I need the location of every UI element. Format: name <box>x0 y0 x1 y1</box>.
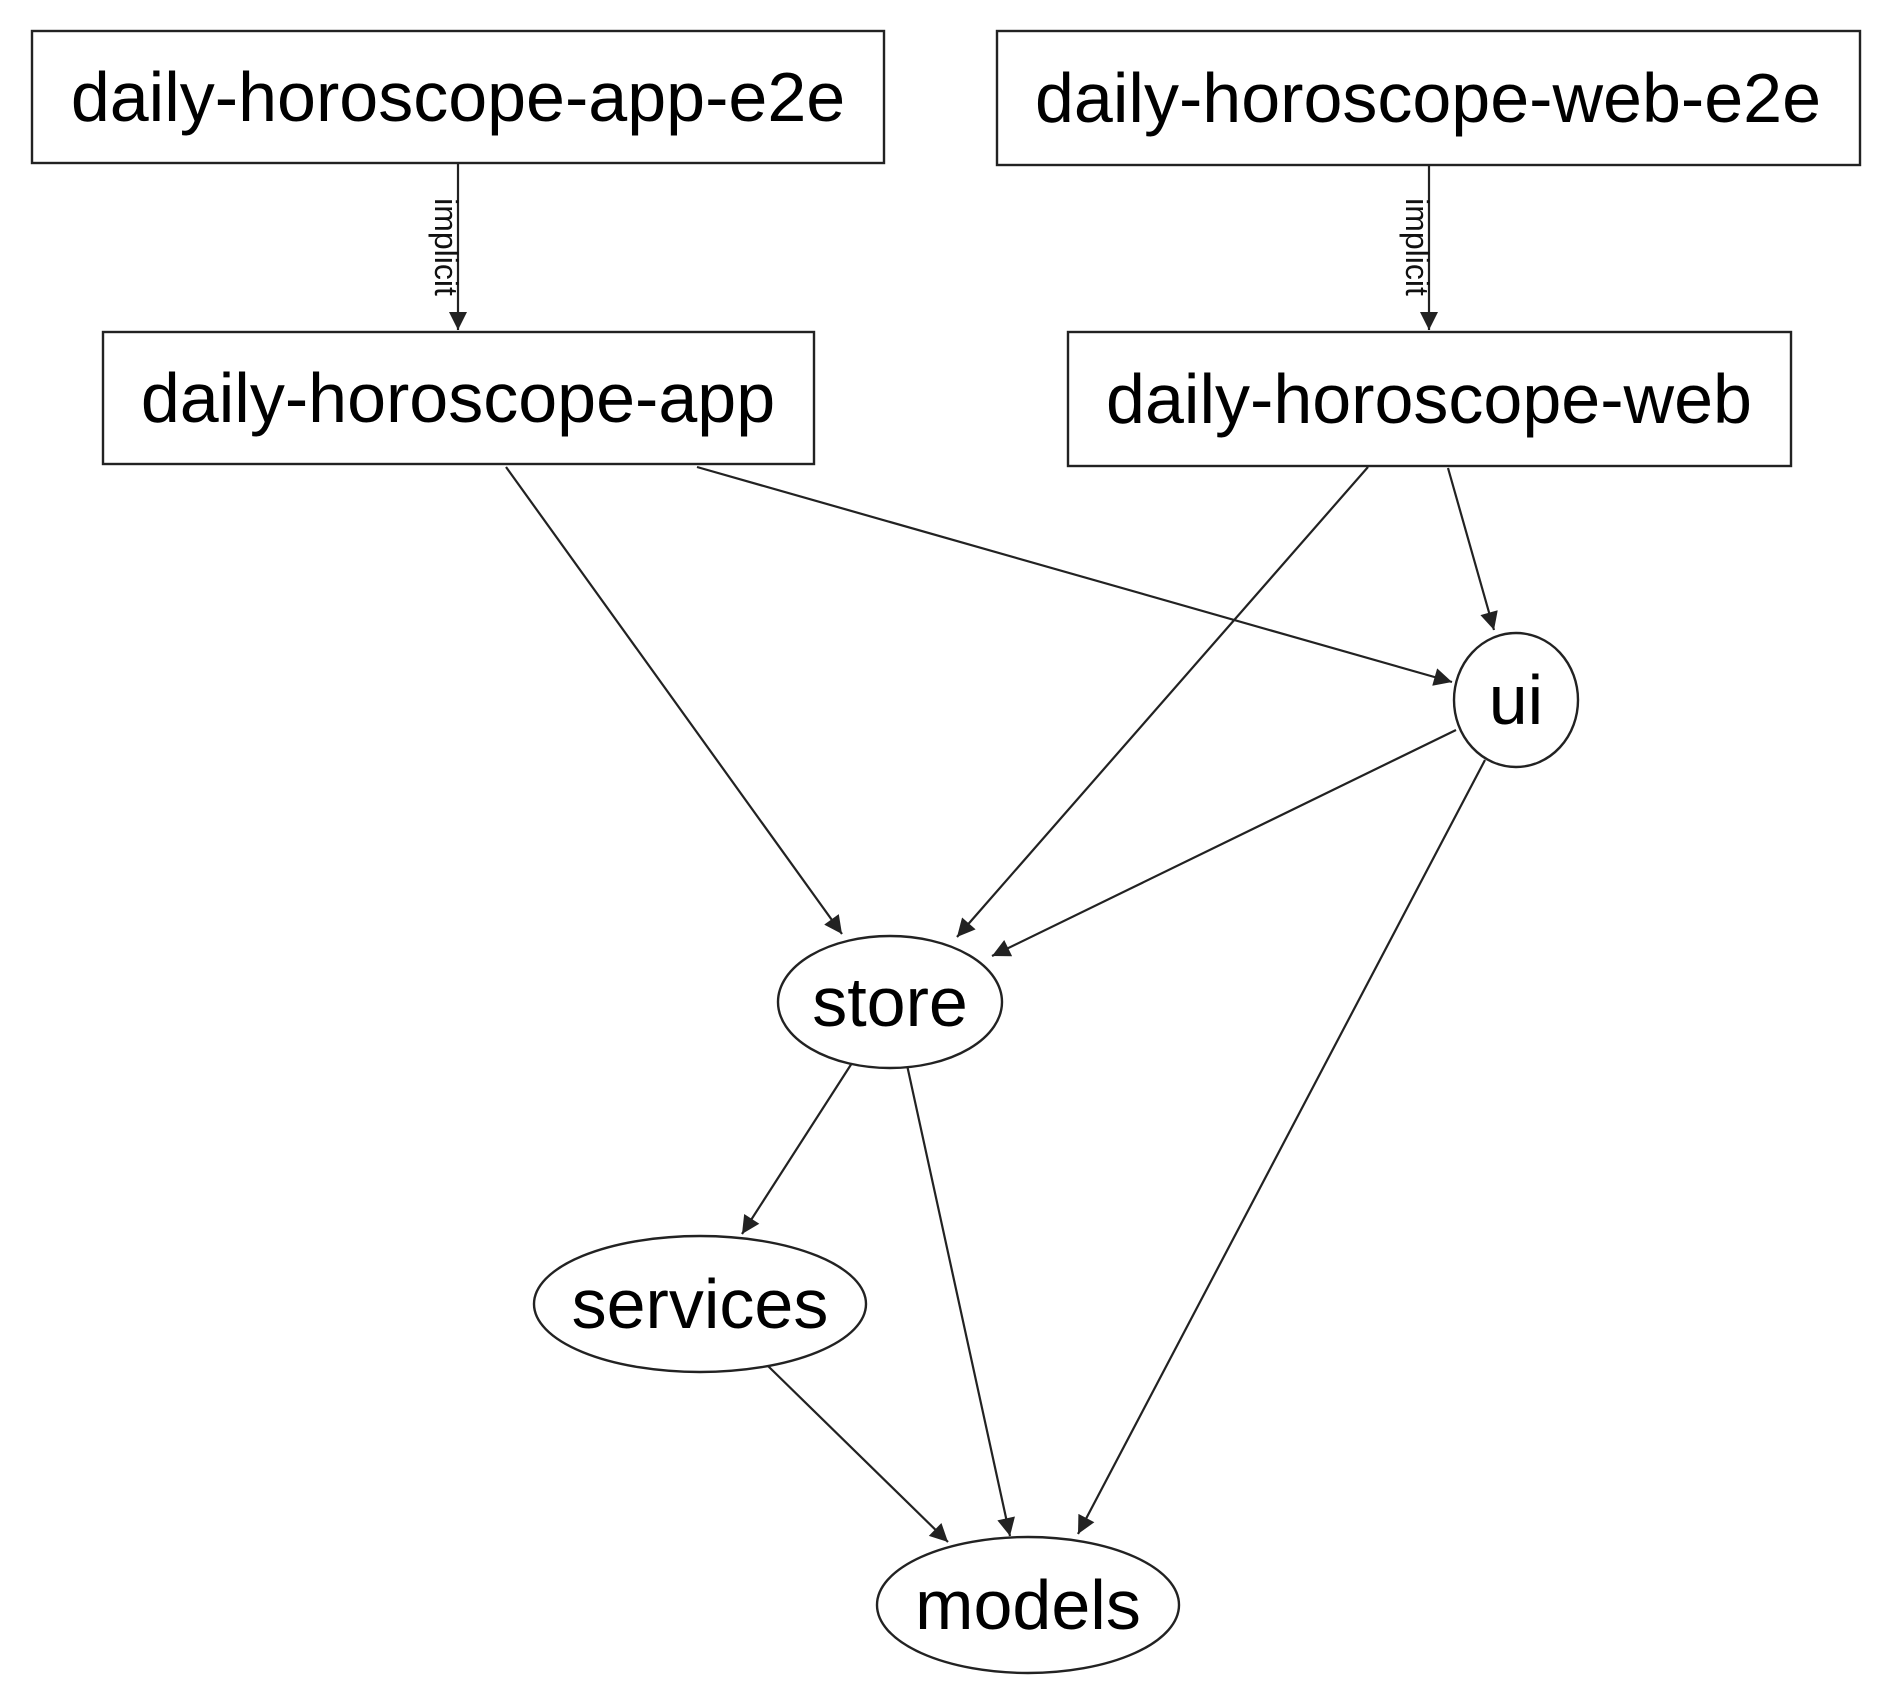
node-daily-horoscope-app[interactable]: daily-horoscope-app <box>101 330 816 466</box>
edge-web-to-ui <box>1446 467 1498 631</box>
node-label-daily-horoscope-app-e2e: daily-horoscope-app-e2e <box>71 58 845 136</box>
node-ui[interactable]: ui <box>1452 631 1580 769</box>
edge-store-to-models <box>905 1064 1015 1537</box>
node-daily-horoscope-web-e2e[interactable]: daily-horoscope-web-e2e <box>995 29 1862 167</box>
edge-services-to-models <box>767 1365 949 1543</box>
edge-store-to-services <box>741 1062 853 1235</box>
edge-app-e2e-to-app: implicit <box>428 164 467 330</box>
node-label-models: models <box>915 1566 1141 1644</box>
edge-ui-to-store <box>991 729 1457 957</box>
node-services[interactable]: services <box>532 1234 868 1374</box>
node-daily-horoscope-web[interactable]: daily-horoscope-web <box>1066 330 1793 468</box>
edge-web-to-store <box>956 466 1369 938</box>
node-models[interactable]: models <box>875 1535 1181 1675</box>
node-label-store: store <box>812 963 968 1041</box>
node-label-daily-horoscope-web-e2e: daily-horoscope-web-e2e <box>1035 59 1821 137</box>
edge-app-to-ui <box>696 465 1453 686</box>
node-store[interactable]: store <box>776 934 1004 1070</box>
node-daily-horoscope-app-e2e[interactable]: daily-horoscope-app-e2e <box>30 29 886 165</box>
node-label-services: services <box>572 1265 829 1343</box>
edge-ui-to-models <box>1077 759 1486 1535</box>
node-label-daily-horoscope-app: daily-horoscope-app <box>141 359 775 437</box>
edge-label-implicit-app: implicit <box>428 198 464 296</box>
edge-app-to-store <box>505 466 843 935</box>
node-label-ui: ui <box>1489 661 1543 739</box>
node-label-daily-horoscope-web: daily-horoscope-web <box>1106 360 1752 438</box>
edge-web-e2e-to-web: implicit <box>1399 166 1438 330</box>
edge-label-implicit-web: implicit <box>1399 198 1435 296</box>
